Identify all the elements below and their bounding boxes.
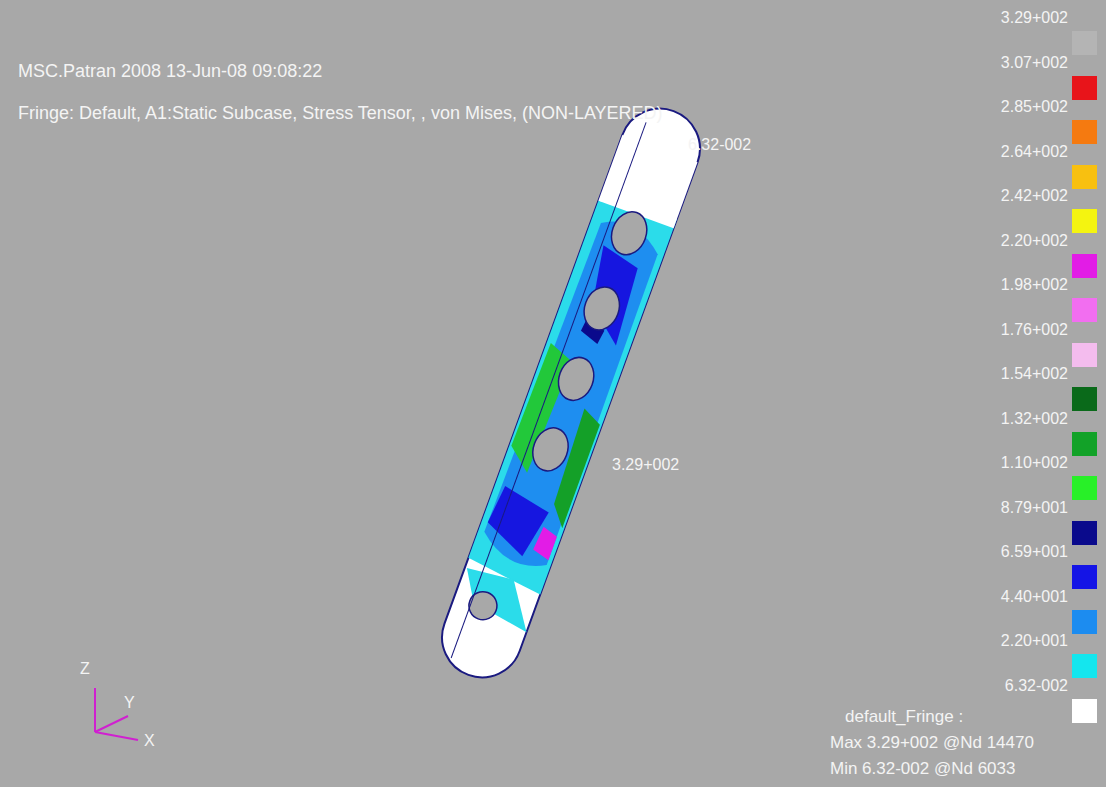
legend-swatch <box>1072 654 1097 678</box>
legend-value: 2.42+002 <box>1001 187 1068 205</box>
legend-value: 4.40+001 <box>1001 588 1068 606</box>
plot-header: Fringe: Default, A1:Static Subcase, Stre… <box>18 104 663 124</box>
legend-swatch <box>1072 254 1097 278</box>
legend-swatch <box>1072 699 1097 723</box>
legend-value: 6.59+001 <box>1001 543 1068 561</box>
legend-swatch <box>1072 343 1097 367</box>
legend-value: 2.20+001 <box>1001 632 1068 650</box>
fringe-info: Max 3.29+002 @Nd 14470 <box>830 734 1034 753</box>
legend-value: 2.20+002 <box>1001 232 1068 250</box>
legend-swatch <box>1072 165 1097 189</box>
legend-swatch <box>1072 31 1097 55</box>
legend-value: 1.98+002 <box>1001 276 1068 294</box>
legend-swatch <box>1072 610 1097 634</box>
axis-label: Y <box>124 694 135 712</box>
legend-swatch <box>1072 209 1097 233</box>
fringe-info: default_Fringe : <box>845 708 963 727</box>
legend-swatch <box>1072 565 1097 589</box>
legend-swatch <box>1072 387 1097 411</box>
legend-swatch <box>1072 298 1097 322</box>
legend-value: 1.32+002 <box>1001 410 1068 428</box>
legend-value: 3.29+002 <box>1001 9 1068 27</box>
legend-value: 3.07+002 <box>1001 54 1068 72</box>
legend-swatch <box>1072 432 1097 456</box>
legend-value: 2.85+002 <box>1001 98 1068 116</box>
legend-value: 6.32-002 <box>1005 677 1068 695</box>
plot-header: MSC.Patran 2008 13-Jun-08 09:08:22 <box>18 62 322 82</box>
bracket-model <box>431 97 711 688</box>
legend-value: 1.76+002 <box>1001 321 1068 339</box>
fringe-info: Min 6.32-002 @Nd 6033 <box>830 760 1015 779</box>
axis-label: X <box>144 732 155 750</box>
fringe-info: 3.29+002 <box>612 456 679 474</box>
axis-label: Z <box>80 660 90 678</box>
legend-swatch <box>1072 521 1097 545</box>
legend-value: 1.54+002 <box>1001 365 1068 383</box>
legend-swatch <box>1072 476 1097 500</box>
fringe-info: 6.32-002 <box>688 136 751 154</box>
legend-swatch <box>1072 120 1097 144</box>
axis-triad <box>95 688 138 740</box>
legend-value: 1.10+002 <box>1001 454 1068 472</box>
legend-value: 8.79+001 <box>1001 499 1068 517</box>
legend-value: 2.64+002 <box>1001 143 1068 161</box>
legend-swatch <box>1072 76 1097 100</box>
